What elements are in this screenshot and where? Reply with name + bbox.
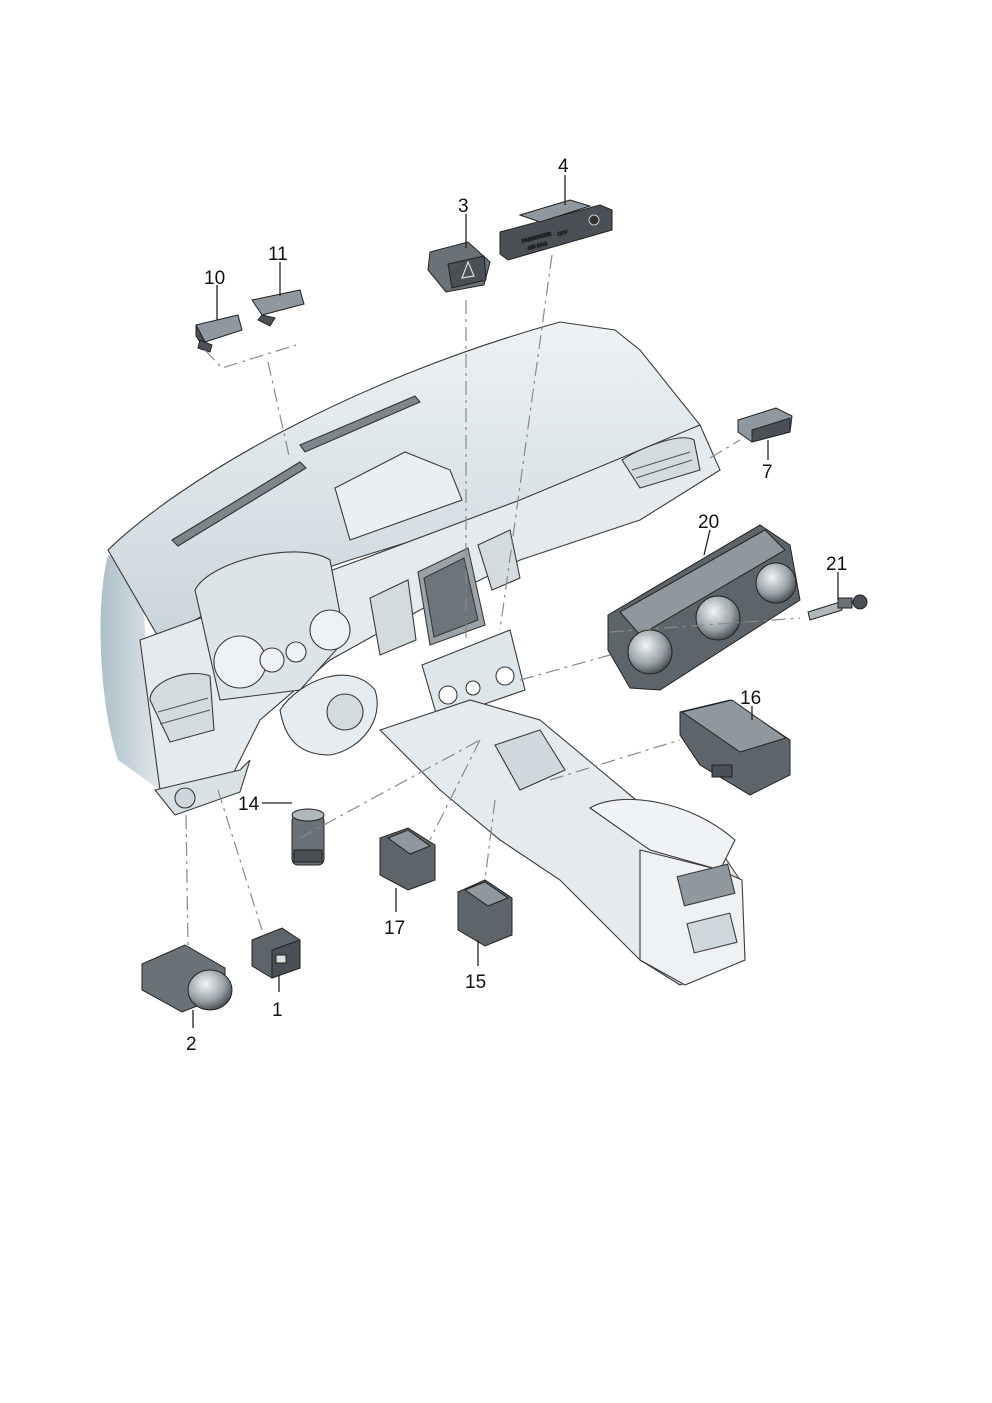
callout-4: 4 (558, 156, 569, 177)
center-vent-left (369, 579, 417, 656)
callout-21: 21 (826, 554, 847, 575)
console-storage (494, 729, 566, 791)
part-11 (251, 289, 305, 327)
callout-16: 16 (740, 688, 761, 709)
assembly-lines (185, 254, 801, 946)
rear-storage (686, 912, 738, 954)
display-hood (334, 451, 463, 541)
part-17-switch (379, 827, 436, 891)
callout-20: 20 (698, 512, 719, 533)
leader-lines (192, 175, 839, 1028)
defrost-vent-right (299, 395, 421, 453)
air-vent-left (149, 672, 215, 743)
part-14-start-button (291, 808, 325, 866)
part-16-switch-block (679, 699, 791, 796)
climate-knob-left (627, 629, 673, 675)
part-1-switch (251, 927, 301, 979)
airbag-off-label: OFF (557, 230, 568, 238)
callout-2: 2 (186, 1034, 197, 1055)
center-vent-right (477, 529, 521, 591)
air-vent-right (621, 437, 701, 489)
dashboard (100, 321, 746, 986)
part-3-hazard-switch (427, 241, 491, 293)
climate-knob-right (755, 562, 797, 604)
callout-numbers: 1 2 3 4 7 10 11 14 15 16 17 20 21 (186, 156, 847, 1055)
part-2-light-switch (141, 944, 233, 1013)
callout-3: 3 (458, 196, 469, 217)
rear-vent (676, 863, 736, 907)
callout-10: 10 (204, 268, 225, 289)
armrest (588, 798, 736, 871)
part-20-climate-control (607, 524, 801, 691)
part-7 (737, 407, 793, 443)
callout-17: 17 (384, 918, 405, 939)
airbag-lamp-icon (588, 214, 600, 226)
callout-14: 14 (238, 794, 260, 815)
callout-1: 1 (272, 1000, 283, 1021)
callout-7: 7 (762, 462, 773, 483)
light-switch-knob (187, 969, 233, 1011)
part-15-switch (457, 879, 513, 947)
climate-knob-center (695, 595, 741, 641)
part-4-airbag-indicator: PASSENGER AIR BAG OFF (499, 199, 613, 261)
dashboard-left-shade (100, 555, 160, 790)
defrost-vent-left (171, 461, 307, 547)
part-10 (195, 314, 243, 353)
part-21-bulb (807, 594, 868, 621)
hazard-triangle-icon (461, 260, 475, 279)
callout-15: 15 (465, 972, 486, 993)
callout-11: 11 (268, 244, 288, 265)
